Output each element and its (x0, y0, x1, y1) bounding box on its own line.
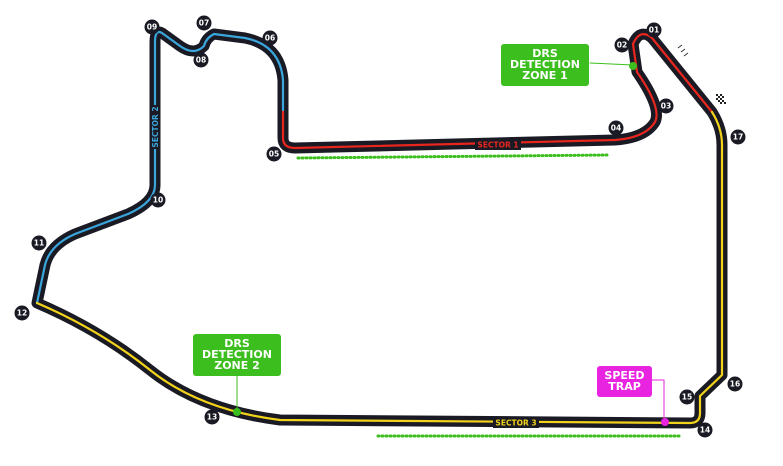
corner-marker-13: 13 (204, 409, 220, 425)
drs-zone-2-line1: DRS (224, 337, 250, 350)
corner-marker-3: 03 (658, 98, 674, 114)
sector-3-label: SECTOR 3 (493, 417, 539, 428)
drs-detection-zone-2-label: DRS DETECTION ZONE 2 (193, 334, 281, 376)
svg-text:SECTOR 2: SECTOR 2 (151, 106, 160, 147)
drs-detection-zone-1-label: DRS DETECTION ZONE 1 (501, 44, 589, 86)
svg-text:SECTOR 1: SECTOR 1 (477, 141, 518, 150)
speed-trap-leader (651, 379, 665, 422)
corner-marker-14: 14 (697, 422, 713, 438)
start-grid-icon (677, 44, 689, 57)
checkered-flag-icon (716, 94, 726, 104)
corner-number: 04 (611, 124, 621, 133)
speed-trap-line1: SPEED (604, 369, 645, 382)
drs-zone-2-point (233, 408, 241, 416)
drs-zone-1-line1: DRS (532, 47, 558, 60)
corner-number: 11 (34, 239, 44, 248)
speed-trap-line2: TRAP (608, 380, 641, 393)
corner-number: 06 (265, 34, 275, 43)
corner-marker-16: 16 (727, 376, 743, 392)
drs-zone-1-leader (589, 62, 634, 66)
corner-circle (730, 129, 746, 145)
corner-marker-11: 11 (31, 235, 47, 251)
corner-number: 16 (730, 380, 740, 389)
corner-number: 08 (196, 56, 206, 65)
corner-number: 07 (199, 19, 209, 28)
corner-circle (679, 389, 695, 405)
corner-circle (150, 192, 166, 208)
corner-marker-1: 01 (646, 22, 662, 38)
corner-number: 13 (207, 413, 217, 422)
drs-zone-1-line3: ZONE 1 (522, 69, 568, 82)
corner-marker-7: 07 (196, 15, 212, 31)
corner-number: 14 (700, 426, 710, 435)
drs-zone-1-marks (296, 153, 610, 160)
corner-circle (193, 52, 209, 68)
corner-marker-17: 17 (730, 129, 746, 145)
corner-circle (646, 22, 662, 38)
corner-circle (31, 235, 47, 251)
corner-circle (614, 37, 630, 53)
corner-number: 01 (649, 26, 659, 35)
corner-marker-6: 06 (262, 30, 278, 46)
sector-1-line (281, 33, 714, 150)
svg-text:SECTOR 3: SECTOR 3 (495, 419, 536, 428)
corner-circle (727, 376, 743, 392)
sector-2-line (35, 30, 285, 305)
corner-circle (658, 98, 674, 114)
corner-number: 10 (153, 196, 163, 205)
sector-3-line (35, 110, 724, 425)
corner-marker-5: 05 (266, 146, 282, 162)
corner-number: 02 (617, 41, 627, 50)
corner-circle (266, 146, 282, 162)
corner-number: 05 (269, 150, 279, 159)
corner-circle (262, 30, 278, 46)
corner-circle (144, 19, 160, 35)
corner-number: 03 (661, 102, 671, 111)
speed-trap-label: SPEED TRAP (597, 366, 652, 397)
corner-marker-4: 04 (608, 120, 624, 136)
corner-marker-15: 15 (679, 389, 695, 405)
speed-trap-point (661, 418, 669, 426)
sector-1-label: SECTOR 1 (475, 139, 521, 150)
corner-number: 09 (147, 23, 157, 32)
corner-circle (14, 305, 30, 321)
sector-2-label: SECTOR 2 (149, 105, 161, 149)
drs-zone-2-line3: ZONE 2 (214, 359, 260, 372)
corner-marker-9: 09 (144, 19, 160, 35)
corner-number: 15 (682, 393, 692, 402)
drs-zone-2-line2: DETECTION (202, 348, 272, 361)
corner-circle (697, 422, 713, 438)
track-outline (31, 26, 728, 429)
drs-zone-1-line2: DETECTION (510, 58, 580, 71)
corner-circle (196, 15, 212, 31)
drs-zone-1-point (629, 62, 637, 70)
corner-number: 12 (17, 309, 27, 318)
corner-circle (204, 409, 220, 425)
corner-marker-2: 02 (614, 37, 630, 53)
corner-marker-8: 08 (193, 52, 209, 68)
corner-circle (608, 120, 624, 136)
corner-marker-10: 10 (150, 192, 166, 208)
corner-marker-12: 12 (14, 305, 30, 321)
corner-number: 17 (733, 133, 743, 142)
